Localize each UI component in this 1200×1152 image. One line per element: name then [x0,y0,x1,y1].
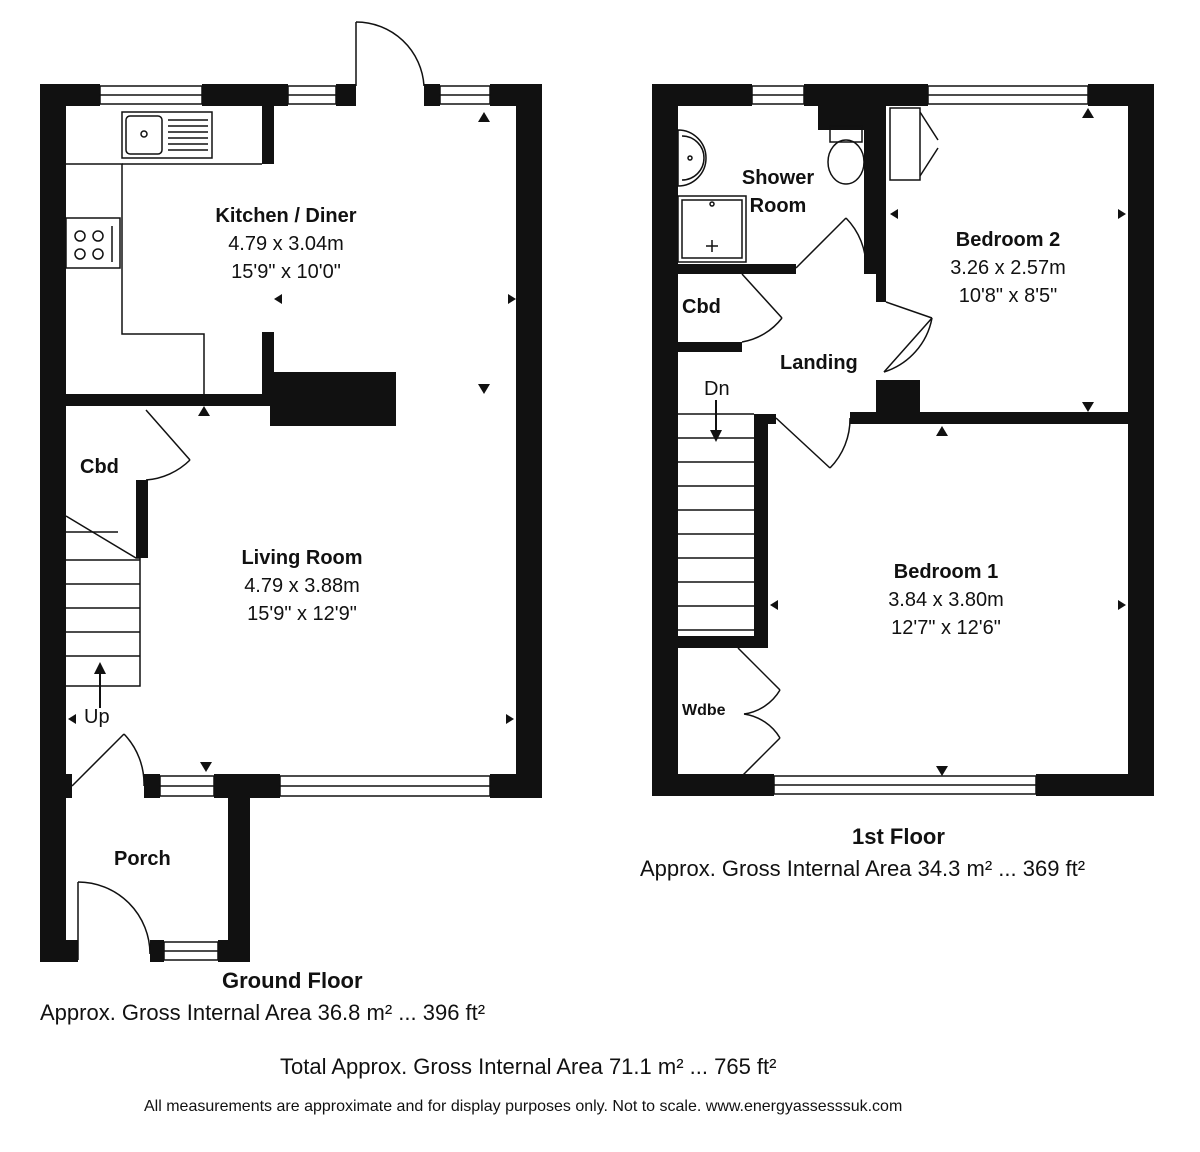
ff-wall-left [652,84,678,796]
ff-stairs [678,400,754,631]
bedroom-1-label: Bedroom 1 3.84 x 3.80m 12'7" x 12'6" [846,558,1046,642]
bedroom1-imperial: 12'7" x 12'6" [891,617,1001,639]
ground-floor-area: Approx. Gross Internal Area 36.8 m² ... … [40,1000,486,1025]
bedroom1-metric: 3.84 x 3.80m [888,589,1004,611]
bedroom1-name: Bedroom 1 [893,561,999,583]
porch-wall-bottom-a [40,940,78,962]
sink [121,111,213,159]
shower-line1: Shower [741,167,815,189]
gf-wall-bottom-c [490,774,542,798]
ff-doors [737,107,939,781]
ff-cbd-label: Cbd [682,296,721,318]
stair-wall [754,414,768,648]
kitchen-name: Kitchen / Diner [215,205,357,227]
shower-wall-right [864,84,878,274]
gf-wall-top-d [424,84,440,106]
gf-cbd-label: Cbd [80,456,119,478]
ground-floor-plan [40,84,542,962]
gf-wall-top-b [202,84,288,106]
kitchen-diner-label: Kitchen / Diner 4.79 x 3.04m 15'9" x 10'… [186,202,386,286]
bedroom2-imperial: 10'8" x 8'5" [958,285,1058,307]
living-metric: 4.79 x 3.88m [244,575,360,597]
bathroom-fittings [677,125,865,263]
landing-label: Landing [780,352,858,374]
hob [65,217,121,269]
gf-wall-top-a [40,84,100,106]
wdbe-wall-top [678,636,768,648]
kitchen-imperial: 15'9" x 10'0" [231,261,341,283]
porch-wall-top-left [40,774,72,798]
first-floor-title: 1st Floor [852,824,945,849]
cbd-wall [136,480,148,558]
ground-floor-title: Ground Floor [222,968,363,993]
porch-label: Porch [114,848,171,870]
gf-wall-bottom-a [144,774,160,798]
ff-wall-top-a [652,84,752,106]
living-room-label: Living Room 4.79 x 3.88m 15'9" x 12'9" [202,544,402,628]
gf-doors [71,21,425,960]
cbd-wall-bottom [678,342,742,352]
ff-wall-bottom-a [652,774,774,796]
gf-windows [99,85,491,961]
porch-wall-right [228,774,250,962]
porch-wall-bottom-c [218,940,250,962]
living-name: Living Room [241,547,363,569]
up-label: Up [84,706,110,728]
gf-markers [68,112,516,772]
dn-label: Dn [704,378,730,400]
kitchen-wall-stub [262,106,274,164]
shower-wall-bottom [678,264,796,274]
disclaimer: All measurements are approximate and for… [144,1098,903,1115]
ff-wall-right [1128,84,1154,796]
first-floor-area: Approx. Gross Internal Area 34.3 m² ... … [640,856,1086,881]
ff-wall-bottom-b [1036,774,1154,796]
bed2-wall-left [876,106,886,302]
total-area: Total Approx. Gross Internal Area 71.1 m… [280,1054,777,1079]
wdbe-label: Wdbe [682,702,726,719]
bedroom2-metric: 3.26 x 2.57m [950,257,1066,279]
shower-line2: Room [749,195,807,217]
landing-stub [876,380,920,412]
bedroom-2-label: Bedroom 2 3.26 x 2.57m 10'8" x 8'5" [908,226,1108,310]
living-imperial: 15'9" x 12'9" [247,603,357,625]
ff-windows [751,85,1089,795]
bed1-wall-top [850,412,1128,424]
gf-stairs [65,515,141,708]
ff-markers [770,108,1126,776]
kitchen-metric: 4.79 x 3.04m [228,233,344,255]
kitchen-fittings [65,111,262,394]
kitchen-divider-wall [40,394,270,406]
bedroom2-name: Bedroom 2 [955,229,1061,251]
gf-wall-left [40,84,66,962]
gf-wall-top-c [336,84,356,106]
chimney-block [270,372,396,426]
gf-wall-right [516,84,542,798]
porch-wall-bottom-b [150,940,164,962]
shower-room-label: Shower Room [728,164,828,220]
first-floor-plan [652,84,1154,796]
